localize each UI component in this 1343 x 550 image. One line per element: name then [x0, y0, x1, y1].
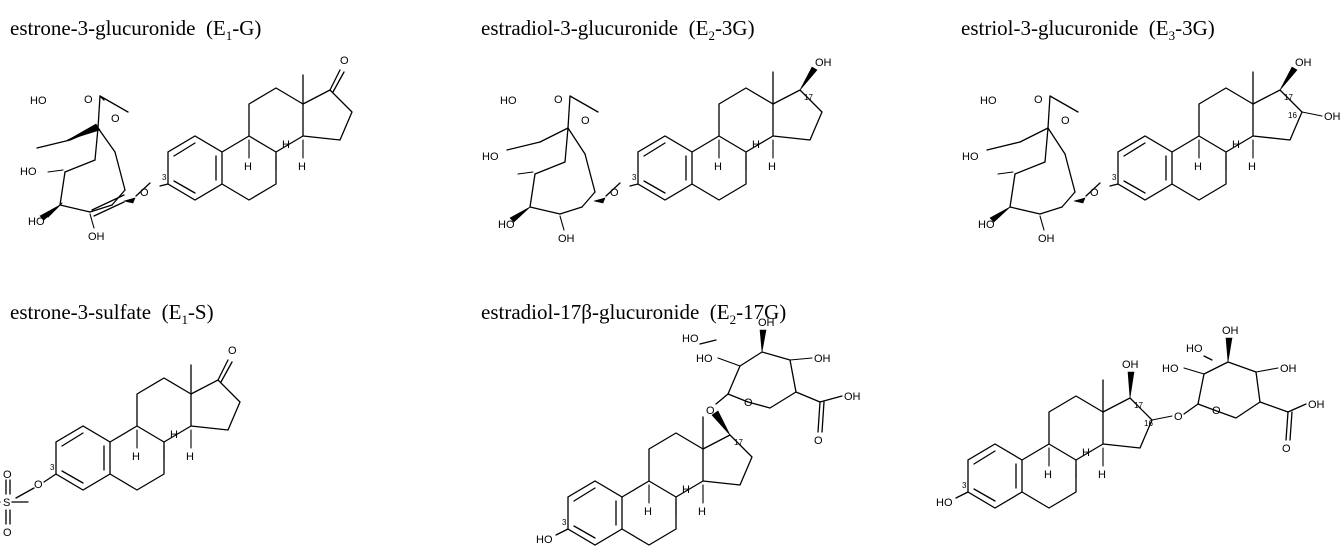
atom-label-o: O: [140, 187, 149, 199]
atom-label-h: H: [244, 161, 252, 173]
atom-label-oh: OH: [844, 391, 861, 403]
atom-label-oh: OH: [758, 317, 775, 329]
atom-label-o: O: [814, 435, 823, 447]
atom-label-o: O: [1061, 115, 1070, 127]
atom-label-h: H: [186, 451, 194, 463]
atom-label-ho: HO: [980, 95, 997, 107]
atom-label-ho: HO: [20, 166, 37, 178]
atom-label-ho: HO: [482, 151, 499, 163]
atom-label-o: O: [340, 55, 349, 67]
atom-label-h: H: [714, 161, 722, 173]
atom-label-h: H: [298, 161, 306, 173]
atom-label-oh: OH: [1222, 325, 1239, 337]
atom-label-s: S: [3, 497, 10, 509]
atom-label-o: O: [84, 94, 93, 106]
atom-label-ho: HO: [696, 353, 713, 365]
atom-label-oh: OH: [1038, 233, 1055, 245]
compound-title-estrone-3-glucuronide: estrone-3-glucuronide (E1-G): [10, 16, 262, 44]
atom-label-h: H: [752, 139, 760, 151]
atom-label-ho: HO: [1162, 363, 1179, 375]
atom-label-o: O: [1090, 187, 1099, 199]
atom-label-o: O: [744, 397, 753, 409]
atom-label-ho: HO: [28, 216, 45, 228]
atom-label-ho: HO: [1186, 343, 1203, 355]
atom-number-16: 16: [1144, 419, 1153, 428]
atom-label-oh: OH: [1324, 111, 1341, 123]
atom-number-3: 3: [562, 518, 567, 527]
atom-label-h: H: [1232, 139, 1240, 151]
atom-label-o: O: [1034, 94, 1043, 106]
atom-label-o: O: [1212, 405, 1221, 417]
atom-label-h: H: [768, 161, 776, 173]
atom-label-h: H: [132, 451, 140, 463]
atom-number-17: 17: [1284, 93, 1293, 102]
atom-label-o: O: [3, 469, 12, 481]
atom-label-h: H: [698, 506, 706, 518]
atom-label-o: O: [3, 527, 12, 539]
atom-label-o: O: [581, 115, 590, 127]
atom-number-17: 17: [1134, 401, 1143, 410]
atom-number-3: 3: [1112, 173, 1117, 182]
atom-label-ho: HO: [682, 333, 699, 345]
atom-label-h: H: [1044, 469, 1052, 481]
atom-label-oh: OH: [1280, 363, 1297, 375]
atom-label-oh: OH: [815, 57, 832, 69]
atom-label-o: O: [706, 405, 715, 417]
atom-label-o: O: [610, 187, 619, 199]
atom-label-h: H: [1194, 161, 1202, 173]
atom-number-16: 16: [1288, 111, 1297, 120]
atom-number-3: 3: [50, 463, 55, 472]
atom-label-ho: HO: [500, 95, 517, 107]
compound-title-estradiol-3-glucuronide: estradiol-3-glucuronide (E2-3G): [481, 16, 755, 44]
atom-label-o: O: [1174, 411, 1183, 423]
atom-label-oh: OH: [1295, 57, 1312, 69]
atom-label-o: O: [34, 479, 43, 491]
compound-title-estriol-3-glucuronide: estriol-3-glucuronide (E3-3G): [961, 16, 1215, 44]
atom-number-3: 3: [162, 173, 167, 182]
atom-label-h: H: [170, 429, 178, 441]
atom-label-ho: HO: [936, 497, 953, 509]
atom-label-h: H: [282, 139, 290, 151]
atom-label-h: H: [682, 484, 690, 496]
atom-label-h: H: [1082, 447, 1090, 459]
atom-label-o: O: [111, 113, 120, 125]
atom-number-17: 17: [734, 438, 743, 447]
atom-label-oh: OH: [814, 353, 831, 365]
atom-number-17: 17: [804, 93, 813, 102]
atom-label-oh: OH: [88, 231, 105, 243]
compound-title-estrone-3-sulfate: estrone-3-sulfate (E1-S): [10, 300, 214, 328]
atom-label-h: H: [1098, 469, 1106, 481]
atom-label-ho: HO: [498, 219, 515, 231]
atom-label-ho: HO: [536, 534, 553, 546]
atom-label-oh: OH: [558, 233, 575, 245]
atom-label-h: H: [644, 506, 652, 518]
atom-label-ho: HO: [30, 95, 47, 107]
atom-label-h: H: [1248, 161, 1256, 173]
atom-label-o: O: [1282, 443, 1291, 455]
atom-number-3: 3: [962, 481, 967, 490]
atom-label-o: O: [228, 345, 237, 357]
atom-label-oh: OH: [1122, 359, 1139, 371]
atom-label-oh: OH: [1308, 399, 1325, 411]
atom-number-3: 3: [632, 173, 637, 182]
atom-label-ho: HO: [962, 151, 979, 163]
atom-label-o: O: [554, 94, 563, 106]
atom-label-ho: HO: [978, 219, 995, 231]
compound-title-estradiol-17b-glucuronide: estradiol-17β-glucuronide (E2-17G): [481, 300, 787, 328]
